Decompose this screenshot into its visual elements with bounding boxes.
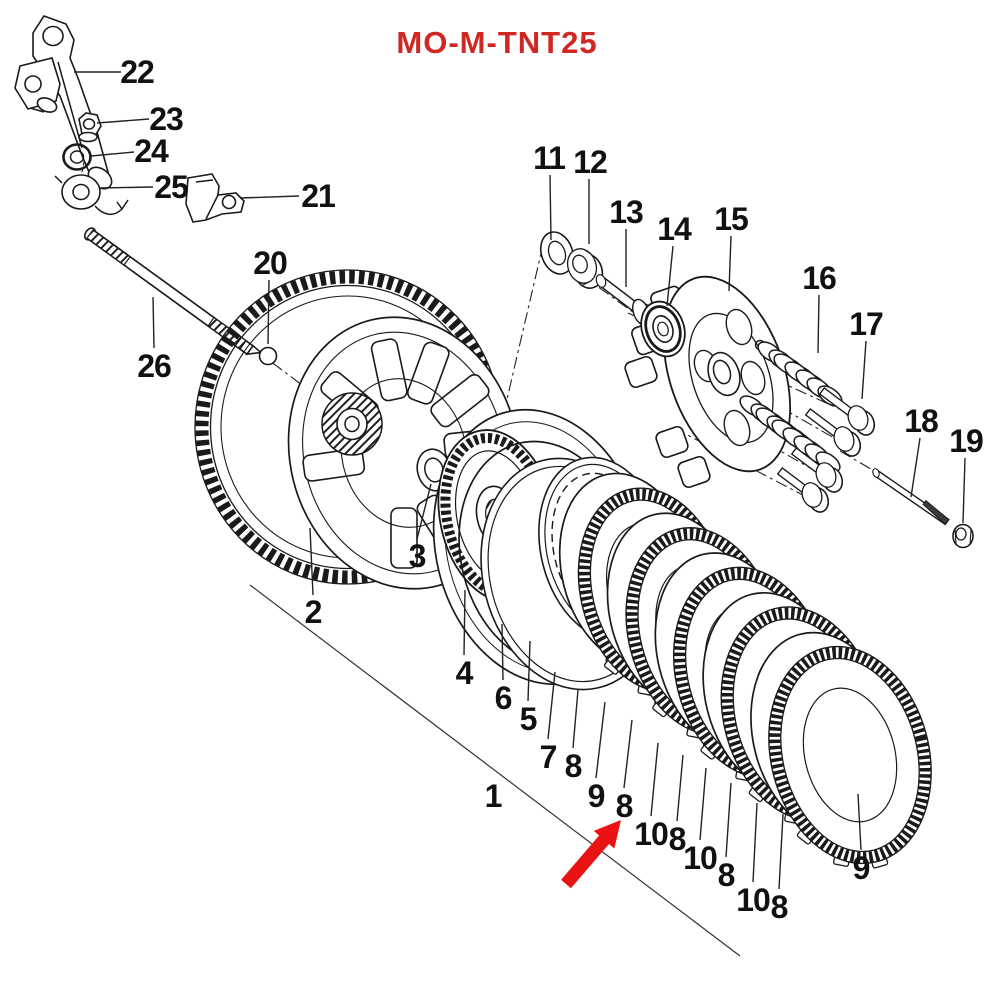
bracket-drawing	[185, 173, 245, 223]
clutch-springs-drawing	[739, 341, 843, 473]
svg-text:11: 11	[533, 140, 565, 176]
svg-text:10: 10	[683, 840, 717, 876]
svg-text:18: 18	[904, 403, 938, 439]
release-lever-drawing	[14, 15, 113, 190]
part-label: 12	[573, 144, 608, 244]
part-label: 9	[853, 793, 871, 886]
clutch-push-rod-drawing	[83, 227, 263, 356]
svg-text:17: 17	[849, 306, 883, 342]
svg-text:21: 21	[301, 178, 335, 214]
svg-text:3: 3	[409, 538, 426, 574]
svg-text:5: 5	[520, 701, 537, 737]
part-label: 20	[253, 245, 288, 345]
svg-text:22: 22	[120, 54, 154, 90]
svg-text:15: 15	[714, 201, 748, 237]
return-spring-drawing	[54, 174, 129, 215]
svg-text:14: 14	[657, 211, 692, 247]
svg-text:12: 12	[573, 144, 607, 180]
part-label: 10	[634, 742, 669, 852]
part-label: 8	[565, 689, 583, 784]
part-label: 4	[456, 589, 475, 691]
svg-text:10: 10	[634, 816, 668, 852]
svg-text:7: 7	[540, 739, 557, 775]
red-highlight-arrow-icon	[561, 820, 621, 889]
assembly-reference-line	[249, 584, 741, 957]
part-label: 16	[802, 260, 837, 354]
lever-nut-drawing	[78, 112, 102, 143]
part-label: 21	[239, 178, 336, 214]
svg-text:19: 19	[949, 423, 983, 459]
svg-text:9: 9	[853, 850, 870, 886]
part-label: 15	[714, 201, 749, 292]
part-label: 13	[609, 194, 644, 287]
pressure-plate-drawing	[624, 275, 792, 489]
part-label: 23	[96, 101, 184, 137]
svg-text:9: 9	[588, 778, 605, 814]
svg-text:26: 26	[137, 348, 171, 384]
part-label: 25	[99, 169, 189, 205]
svg-text:20: 20	[253, 245, 287, 281]
part-label: 19	[949, 423, 984, 524]
svg-text:2: 2	[305, 594, 322, 630]
part-label: 8	[771, 813, 789, 925]
svg-text:4: 4	[456, 655, 474, 691]
svg-text:8: 8	[669, 821, 686, 857]
svg-text:8: 8	[718, 857, 735, 893]
part-label: 8	[616, 719, 634, 824]
part-label: 5	[520, 640, 538, 737]
svg-text:1: 1	[485, 778, 502, 814]
svg-text:10: 10	[736, 882, 770, 918]
part-label: 22	[74, 54, 155, 90]
svg-text:24: 24	[134, 133, 169, 169]
svg-text:16: 16	[802, 260, 836, 296]
part-label: 24	[90, 133, 170, 169]
part-label: 11	[533, 140, 566, 241]
svg-text:8: 8	[565, 748, 582, 784]
rod-nut-drawing	[952, 523, 974, 549]
part-label: 8	[669, 754, 687, 857]
diagram-title: MO-M-TNT25	[396, 25, 597, 60]
part-label: 9	[588, 701, 606, 814]
part-label: 3	[409, 483, 432, 574]
steel-ball-drawing	[258, 346, 278, 366]
long-push-rod-drawing	[872, 468, 950, 526]
part-label: 7	[540, 671, 558, 775]
lock-nut-drawing	[566, 248, 604, 289]
svg-text:8: 8	[771, 889, 788, 925]
clutch-plate-stack-drawing	[538, 456, 932, 869]
seal-ring-drawing	[62, 143, 92, 171]
part-label: 10	[736, 802, 771, 918]
svg-text:23: 23	[149, 101, 183, 137]
friction-plate-drawing	[768, 645, 932, 869]
part-label: 8	[718, 782, 736, 893]
svg-text:25: 25	[154, 169, 188, 205]
part-label: 6	[495, 623, 513, 716]
part-label: 17	[849, 306, 884, 400]
part-label: 14	[657, 211, 693, 307]
release-bearing-drawing	[640, 300, 686, 358]
spring-bolts-drawing	[776, 387, 876, 513]
part-label: 1	[485, 778, 503, 814]
svg-text:13: 13	[609, 194, 643, 230]
part-label: 18	[904, 403, 939, 498]
part-label: 10	[683, 767, 718, 876]
svg-text:8: 8	[616, 788, 633, 824]
svg-text:6: 6	[495, 680, 512, 716]
part-label: 2	[305, 527, 323, 630]
lock-washer-drawing	[539, 231, 575, 275]
part-label: 26	[137, 296, 172, 384]
